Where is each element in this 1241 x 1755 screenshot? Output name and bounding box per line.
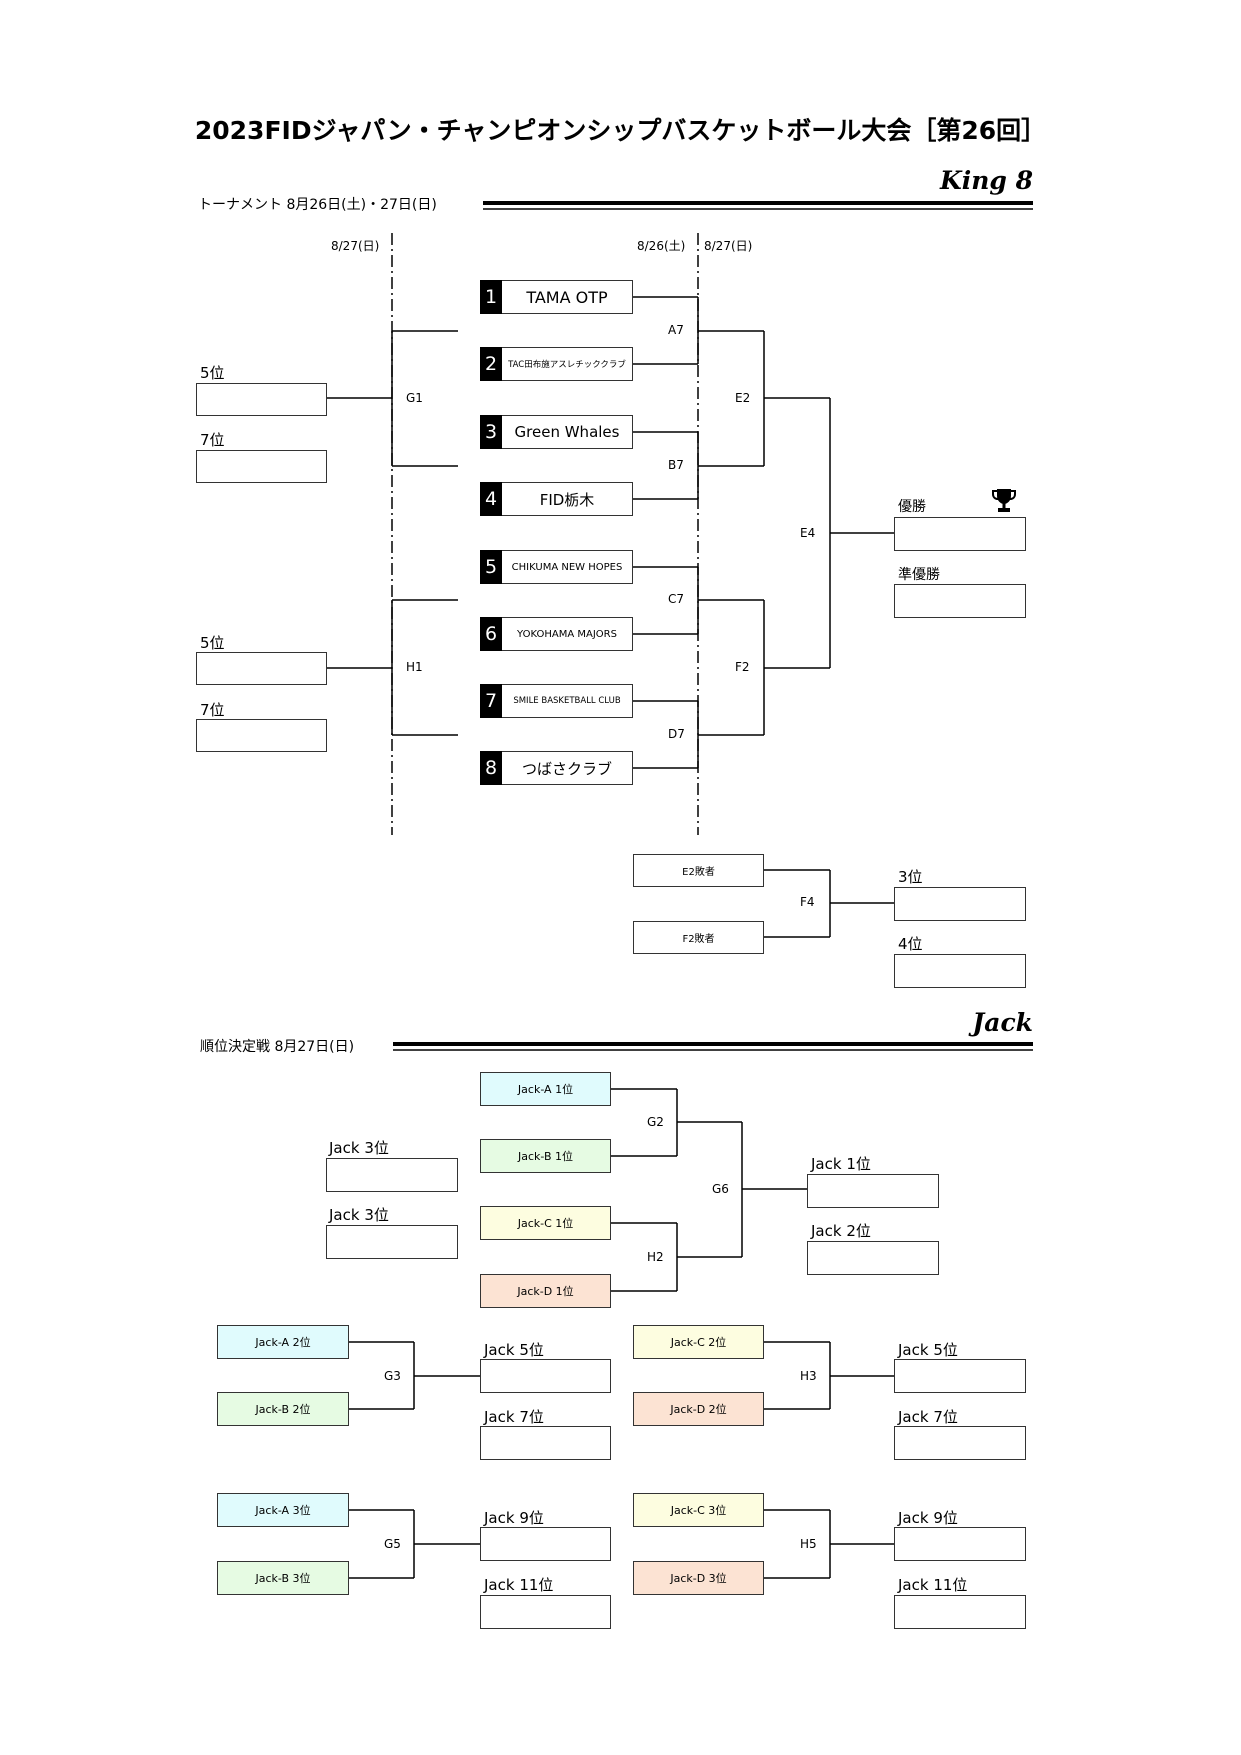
game-label-c7: C7 bbox=[668, 592, 685, 606]
seed-badge: 2 bbox=[480, 347, 502, 381]
placement-label: 3位 bbox=[898, 868, 923, 886]
placement-label: Jack 5位 bbox=[484, 1341, 544, 1359]
jack-seed-box: Jack-D 2位 bbox=[633, 1392, 764, 1426]
loser-box: E2敗者 bbox=[633, 854, 764, 887]
placement-label: Jack 1位 bbox=[811, 1155, 871, 1173]
result-box bbox=[894, 887, 1026, 921]
result-box bbox=[807, 1174, 939, 1208]
team-box: CHIKUMA NEW HOPES bbox=[502, 550, 633, 584]
team-box: FID栃木 bbox=[502, 482, 633, 516]
result-box bbox=[196, 450, 327, 483]
seed-badge: 6 bbox=[480, 617, 502, 651]
result-box bbox=[196, 652, 327, 685]
result-box bbox=[894, 1426, 1026, 1460]
game-label-b7: B7 bbox=[668, 458, 684, 472]
result-box bbox=[326, 1225, 458, 1259]
jack-seed-box: Jack-D 1位 bbox=[480, 1274, 611, 1308]
king-heading: King 8 bbox=[940, 166, 1033, 195]
page-title: 2023FIDジャパン・チャンピオンシップバスケットボール大会［第26回］ bbox=[194, 116, 1047, 145]
team-box: Green Whales bbox=[502, 415, 633, 449]
result-box bbox=[480, 1359, 611, 1393]
jack-section-label: 順位決定戦 8月27日(日) bbox=[200, 1039, 355, 1055]
seed-badge: 7 bbox=[480, 684, 502, 718]
result-box bbox=[196, 383, 327, 416]
game-label-h5: H5 bbox=[800, 1537, 817, 1551]
date-label-mid: 8/26(土) bbox=[637, 239, 686, 253]
placement-label: 7位 bbox=[200, 431, 225, 449]
placement-label: Jack 5位 bbox=[898, 1341, 958, 1359]
result-box bbox=[480, 1595, 611, 1629]
trophy-icon bbox=[992, 488, 1016, 514]
game-label-a7: A7 bbox=[668, 323, 684, 337]
jack-seed-box: Jack-B 3位 bbox=[217, 1561, 349, 1595]
placement-label: 優勝 bbox=[898, 499, 926, 515]
jack-seed-box: Jack-B 1位 bbox=[480, 1139, 611, 1173]
placement-label: Jack 7位 bbox=[898, 1408, 958, 1426]
placement-label: Jack 3位 bbox=[329, 1139, 389, 1157]
game-label-g6: G6 bbox=[712, 1182, 729, 1196]
placement-label: Jack 9位 bbox=[898, 1509, 958, 1527]
placement-label: Jack 3位 bbox=[329, 1206, 389, 1224]
result-box bbox=[894, 954, 1026, 988]
game-label-h3: H3 bbox=[800, 1369, 817, 1383]
placement-label: 7位 bbox=[200, 701, 225, 719]
result-box bbox=[326, 1158, 458, 1192]
seed-badge: 8 bbox=[480, 751, 502, 785]
king-section-label: トーナメント 8月26日(土)・27日(日) bbox=[198, 197, 437, 213]
team-box: TAC田布施アスレチッククラブ bbox=[502, 347, 633, 381]
game-label-g1: G1 bbox=[406, 391, 423, 405]
jack-seed-box: Jack-B 2位 bbox=[217, 1392, 349, 1426]
game-label-h1: H1 bbox=[406, 660, 423, 674]
date-label-right: 8/27(日) bbox=[704, 239, 753, 253]
placement-label: Jack 2位 bbox=[811, 1222, 871, 1240]
game-label-f2: F2 bbox=[735, 660, 750, 674]
jack-seed-box: Jack-C 3位 bbox=[633, 1493, 764, 1527]
placement-label: 5位 bbox=[200, 634, 225, 652]
jack-seed-box: Jack-D 3位 bbox=[633, 1561, 764, 1595]
jack-seed-box: Jack-C 1位 bbox=[480, 1206, 611, 1240]
game-label-g2: G2 bbox=[647, 1115, 664, 1129]
team-box: TAMA OTP bbox=[502, 280, 633, 314]
jack-seed-box: Jack-A 3位 bbox=[217, 1493, 349, 1527]
placement-label: 4位 bbox=[898, 935, 923, 953]
game-label-f4: F4 bbox=[800, 895, 815, 909]
team-box: つばさクラブ bbox=[502, 751, 633, 785]
seed-badge: 4 bbox=[480, 482, 502, 516]
jack-heading: Jack bbox=[972, 1008, 1033, 1037]
result-box bbox=[894, 1527, 1026, 1561]
jack-seed-box: Jack-A 1位 bbox=[480, 1072, 611, 1106]
result-box bbox=[894, 1359, 1026, 1393]
placement-label: 5位 bbox=[200, 364, 225, 382]
placement-label: Jack 9位 bbox=[484, 1509, 544, 1527]
team-box: SMILE BASKETBALL CLUB bbox=[502, 684, 633, 718]
seed-badge: 3 bbox=[480, 415, 502, 449]
seed-badge: 1 bbox=[480, 280, 502, 314]
date-label-left: 8/27(日) bbox=[331, 239, 380, 253]
jack-seed-box: Jack-A 2位 bbox=[217, 1325, 349, 1359]
result-box bbox=[480, 1527, 611, 1561]
jack-seed-box: Jack-C 2位 bbox=[633, 1325, 764, 1359]
result-box bbox=[894, 1595, 1026, 1629]
placement-label: 準優勝 bbox=[898, 567, 940, 583]
result-box bbox=[894, 517, 1026, 551]
placement-label: Jack 11位 bbox=[484, 1576, 554, 1594]
game-label-h2: H2 bbox=[647, 1250, 664, 1264]
result-box bbox=[196, 719, 327, 752]
placement-label: Jack 11位 bbox=[898, 1576, 968, 1594]
placement-label: Jack 7位 bbox=[484, 1408, 544, 1426]
loser-box: F2敗者 bbox=[633, 921, 764, 954]
game-label-g3: G3 bbox=[384, 1369, 401, 1383]
game-label-e4: E4 bbox=[800, 526, 816, 540]
game-label-g5: G5 bbox=[384, 1537, 401, 1551]
seed-badge: 5 bbox=[480, 550, 502, 584]
result-box bbox=[480, 1426, 611, 1460]
game-label-e2: E2 bbox=[735, 391, 751, 405]
game-label-d7: D7 bbox=[668, 727, 685, 741]
result-box bbox=[807, 1241, 939, 1275]
team-box: YOKOHAMA MAJORS bbox=[502, 617, 633, 651]
result-box bbox=[894, 584, 1026, 618]
